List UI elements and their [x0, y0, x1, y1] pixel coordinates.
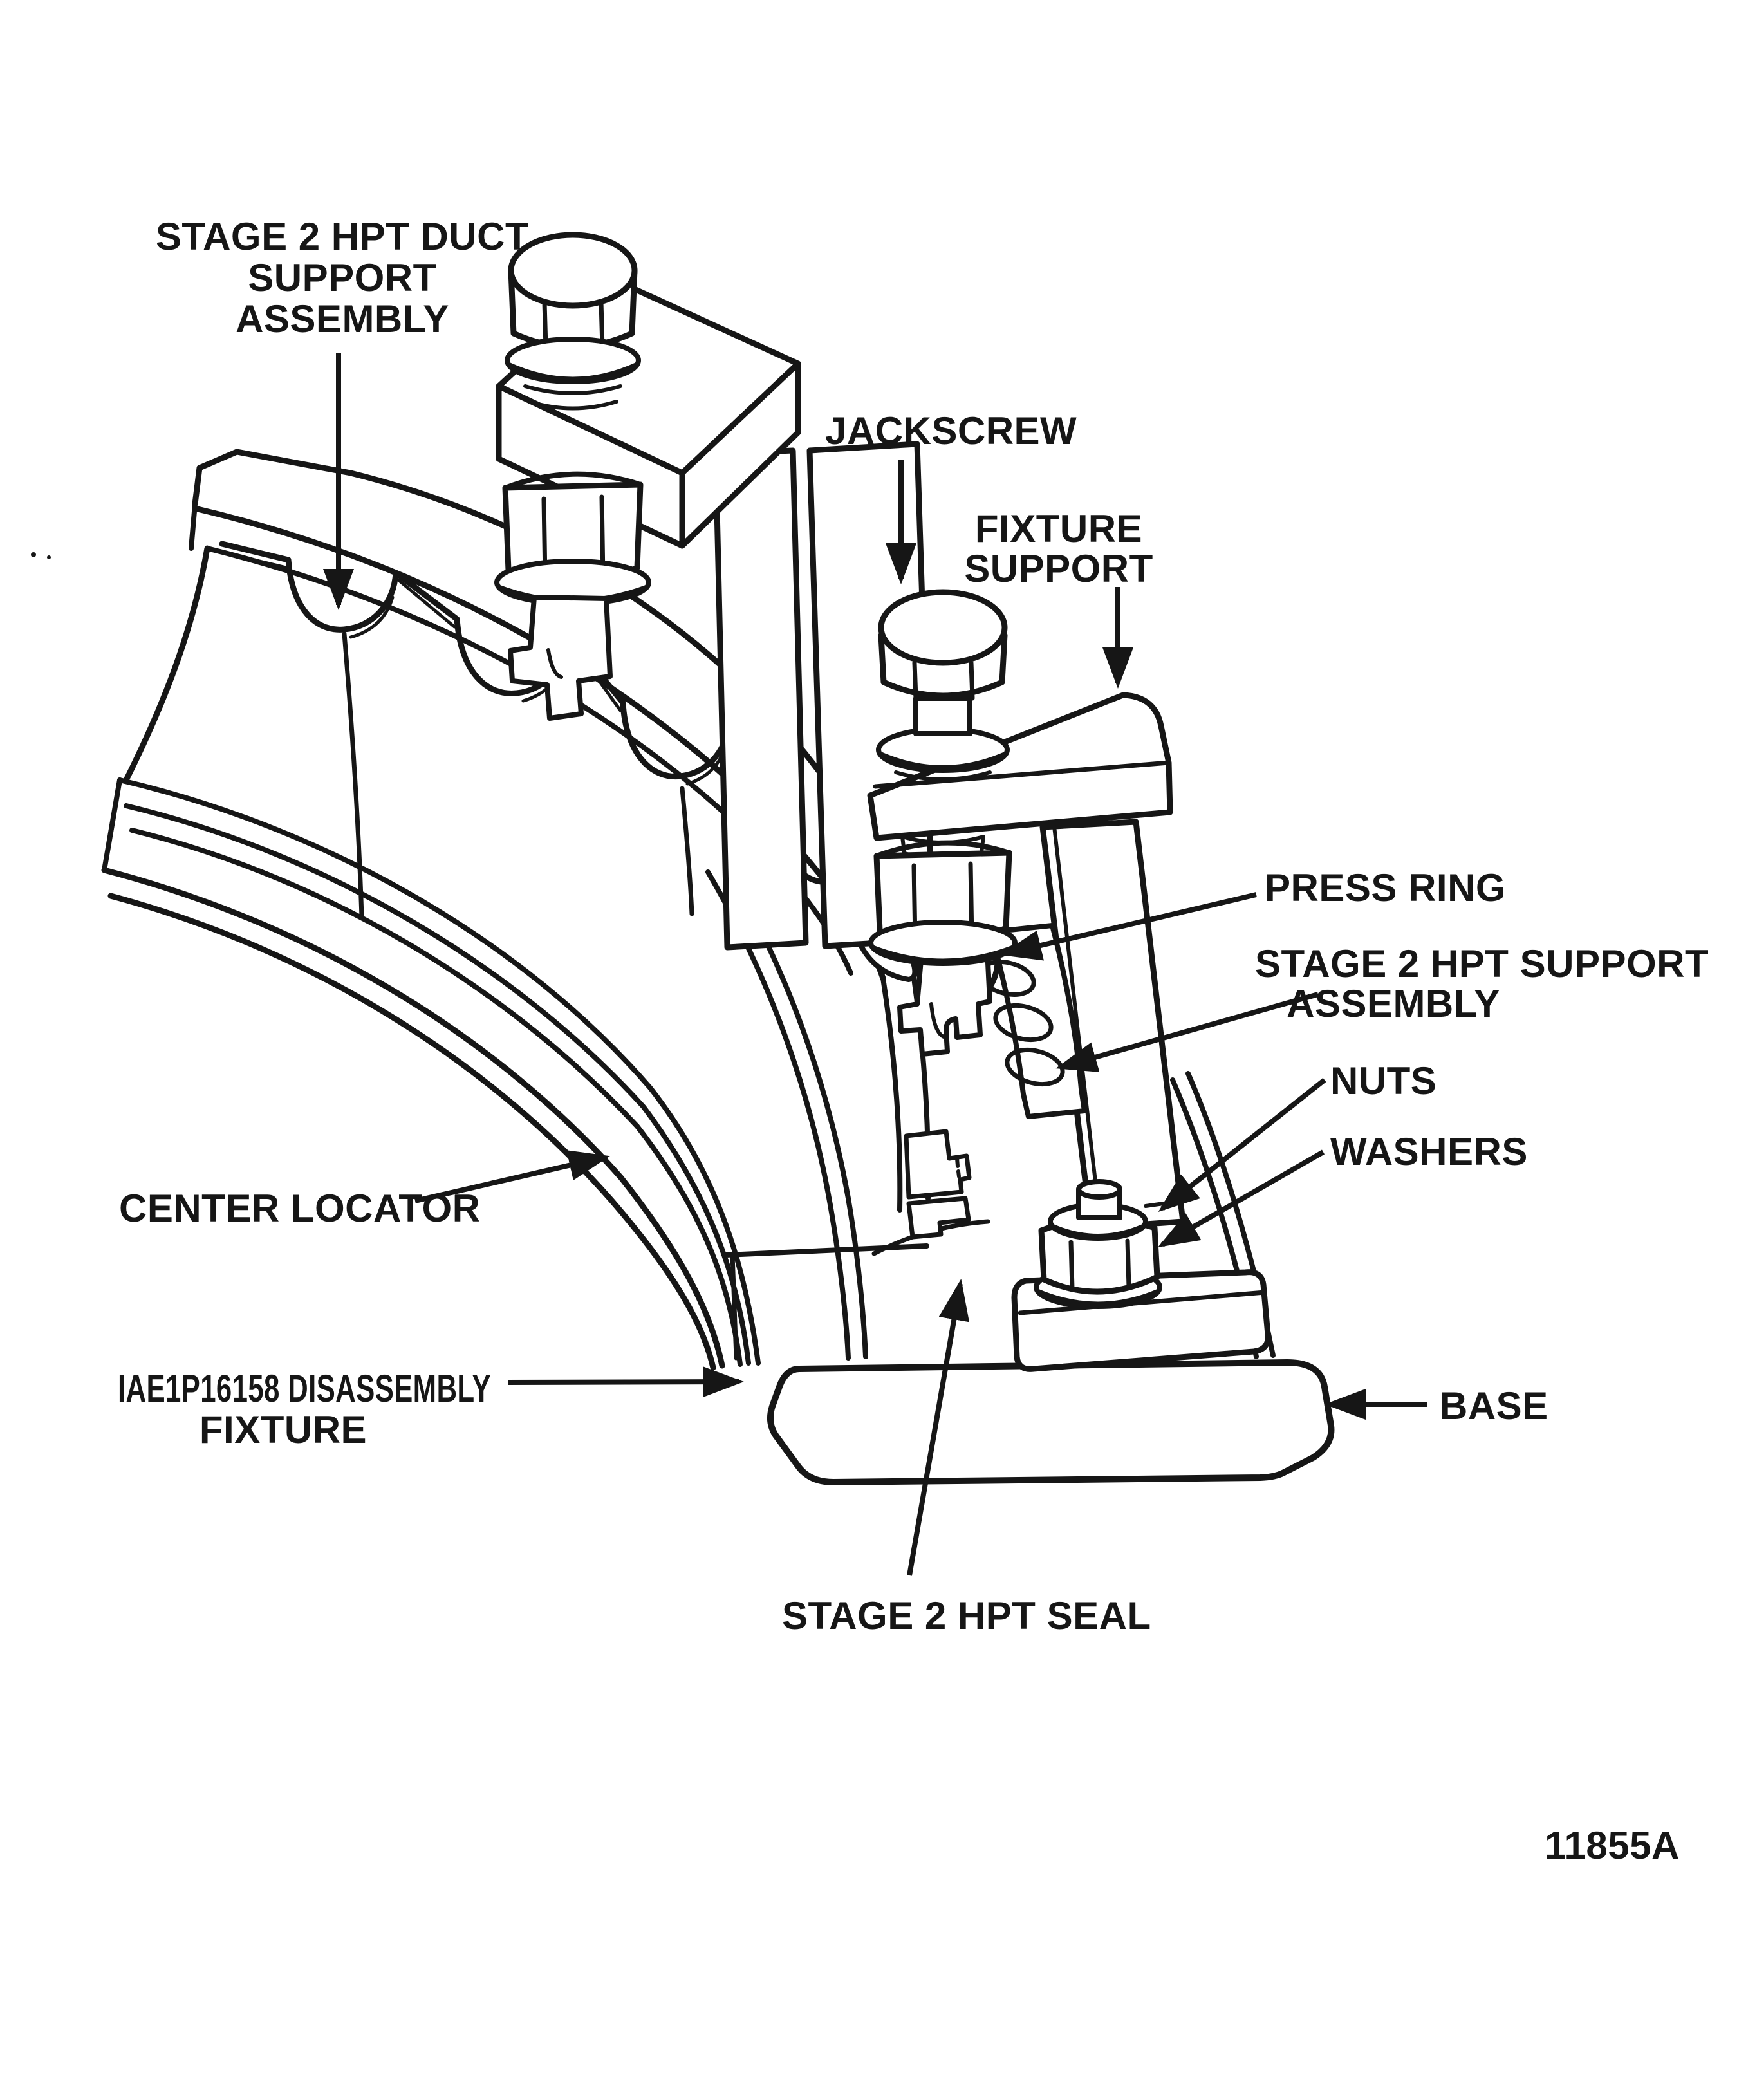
scallop-lip: [349, 595, 395, 639]
washer-disc-rim: [1035, 1288, 1161, 1306]
top-clamp-assembly: [494, 232, 936, 951]
center-locator-band: [129, 828, 743, 1367]
jackscrew2-lower-washer-rim: [870, 945, 1016, 963]
center-detail: [897, 923, 1087, 1240]
ledge-edge: [220, 550, 288, 570]
jackscrew-label: JACKSCREW: [825, 409, 1077, 452]
jackscrew2-washer-rim: [877, 751, 1009, 770]
jackscrew1-nut-top: [503, 471, 643, 490]
seal-section-lower: [906, 1196, 971, 1240]
hex-nut-facets: [1068, 1238, 1131, 1291]
ledge-edge: [397, 579, 456, 629]
press-ring-claw: [897, 947, 992, 1057]
jackscrew2-hex-facets: [912, 660, 975, 701]
seal-section-upper: [904, 1129, 972, 1200]
center-locator-band: [124, 803, 751, 1366]
nut-washer-assembly: [1011, 1179, 1271, 1372]
press-ring-label: PRESS RING: [1265, 866, 1506, 909]
jackscrew1-washer: [505, 337, 641, 384]
fixture-support-bar-edge: [873, 760, 1171, 789]
duct-support-assembly-label-line2: SUPPORT: [248, 256, 437, 299]
duct-rim-continuation: [880, 976, 903, 1213]
stud-top: [1076, 1179, 1122, 1200]
flange-step-edge: [102, 777, 122, 873]
duct-left-silhouette: [123, 545, 210, 783]
fixture-support-bar: [867, 692, 1173, 841]
base-slab: [767, 1359, 1335, 1485]
base-drawing: [767, 1359, 1335, 1485]
base-label: BASE: [1440, 1384, 1548, 1427]
jackscrew1-washer-rim: [506, 362, 640, 382]
clamp1-claw: [508, 595, 613, 721]
center-locator-leader-arrow: [414, 1150, 610, 1203]
washers-leader-arrow: [1158, 1149, 1325, 1247]
clamp1-claw-detail: [546, 648, 563, 679]
duct-inner-arc: [723, 863, 868, 1359]
center-locator-band: [101, 867, 725, 1369]
figure-number: 11855A: [1545, 1824, 1680, 1867]
center-locator-band: [107, 893, 716, 1371]
support-post-front: [712, 447, 809, 951]
seal-leader-arrow: [907, 1279, 970, 1576]
speck-artifact: [31, 552, 36, 557]
seal-label: STAGE 2 HPT SEAL: [782, 1594, 1151, 1637]
nuts-label: NUTS: [1330, 1059, 1436, 1102]
center-locator-band: [117, 777, 761, 1366]
duct-rim-tab: [192, 449, 354, 507]
callout-labels: STAGE 2 HPT DUCT SUPPORT ASSEMBLY JACKSC…: [118, 215, 1709, 1867]
support-assembly-label-line1: STAGE 2 HPT SUPPORT: [1255, 942, 1709, 985]
jackscrew1-head-top: [508, 232, 638, 309]
disassembly-fixture-label-line1: IAE1P16158 DISASSEMBLY: [118, 1367, 491, 1410]
center-locator-label: CENTER LOCATOR: [119, 1187, 480, 1230]
duct-face-seam: [680, 786, 694, 916]
support-assembly-label-line2: ASSEMBLY: [1287, 982, 1500, 1025]
middle-jackscrew: [868, 589, 1018, 966]
seal-hidden-tick: [955, 1157, 961, 1178]
jackscrew2-lower-washer: [868, 920, 1018, 966]
clamp-bar-right-face: [679, 360, 801, 549]
jackscrew2-nut-top: [874, 840, 1012, 859]
duct-left-end-face: [189, 501, 198, 551]
speck-artifact: [47, 555, 51, 559]
duct-face-seam: [342, 631, 364, 920]
jackscrew2-neck: [913, 696, 972, 736]
jackscrew1-threads-upper: [523, 384, 622, 411]
duct-support-assembly-label-line3: ASSEMBLY: [236, 297, 449, 340]
duct-support-assembly-label-line1: STAGE 2 HPT DUCT: [156, 215, 529, 258]
jackscrew2-head-top: [878, 589, 1008, 666]
strip-hole: [1005, 1048, 1065, 1086]
nut-flange-rim: [1050, 1223, 1146, 1238]
callout-leaders: [323, 353, 1427, 1576]
duct-foot-line: [730, 1252, 739, 1361]
support-assembly-leader-arrow: [1055, 992, 1319, 1072]
duct-inner-arc: [705, 869, 851, 1361]
press-ring-claw-detail: [929, 1002, 948, 1039]
disassembly-fixture-label-line2: FIXTURE: [200, 1408, 367, 1451]
strip-hole: [993, 1003, 1054, 1042]
fixture-support-column-edge: [1052, 824, 1102, 1228]
washers-label: WASHERS: [1330, 1130, 1528, 1173]
nuts-leader-arrow: [1158, 1077, 1326, 1212]
fixture-support-label-line1: FIXTURE: [975, 507, 1142, 550]
jackscrew2-threads-upper: [894, 770, 992, 781]
press-ring-leader-arrow: [1000, 892, 1257, 961]
fixture-support-label-line2: SUPPORT: [964, 547, 1153, 590]
duct-foot-line: [723, 1243, 929, 1258]
